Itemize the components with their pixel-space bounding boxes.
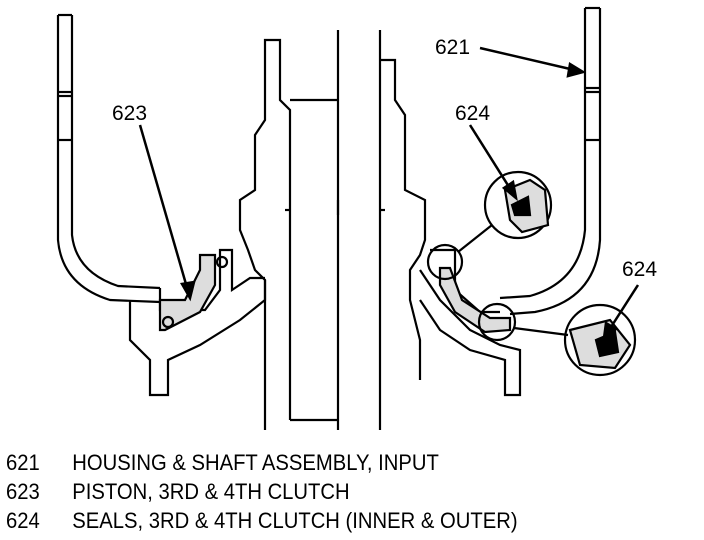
leader-lines xyxy=(138,46,640,341)
right-piston xyxy=(438,266,512,334)
legend-number: 623 xyxy=(6,479,40,504)
center-shaft xyxy=(238,30,427,430)
legend-number: 621 xyxy=(6,450,40,475)
callout-623: 623 xyxy=(112,102,147,125)
callout-621: 621 xyxy=(435,36,470,59)
legend-row: 623 PISTON, 3RD & 4TH CLUTCH xyxy=(6,477,518,506)
legend-row: 624 SEALS, 3RD & 4TH CLUTCH (INNER & OUTE… xyxy=(6,506,518,535)
legend-number: 624 xyxy=(6,508,40,533)
legend-description: SEALS, 3RD & 4TH CLUTCH (INNER & OUTER) xyxy=(72,508,518,533)
legend-description: PISTON, 3RD & 4TH CLUTCH xyxy=(72,479,350,504)
callout-624-outer: 624 xyxy=(622,258,657,281)
parts-legend: 621 HOUSING & SHAFT ASSEMBLY, INPUT 623 PI… xyxy=(6,448,518,535)
left-housing xyxy=(56,13,267,397)
callout-624-inner: 624 xyxy=(455,102,490,125)
inner-seal-detail xyxy=(426,170,553,281)
legend-row: 621 HOUSING & SHAFT ASSEMBLY, INPUT xyxy=(6,448,518,477)
outer-seal-detail xyxy=(477,302,637,377)
legend-description: HOUSING & SHAFT ASSEMBLY, INPUT xyxy=(72,450,439,475)
